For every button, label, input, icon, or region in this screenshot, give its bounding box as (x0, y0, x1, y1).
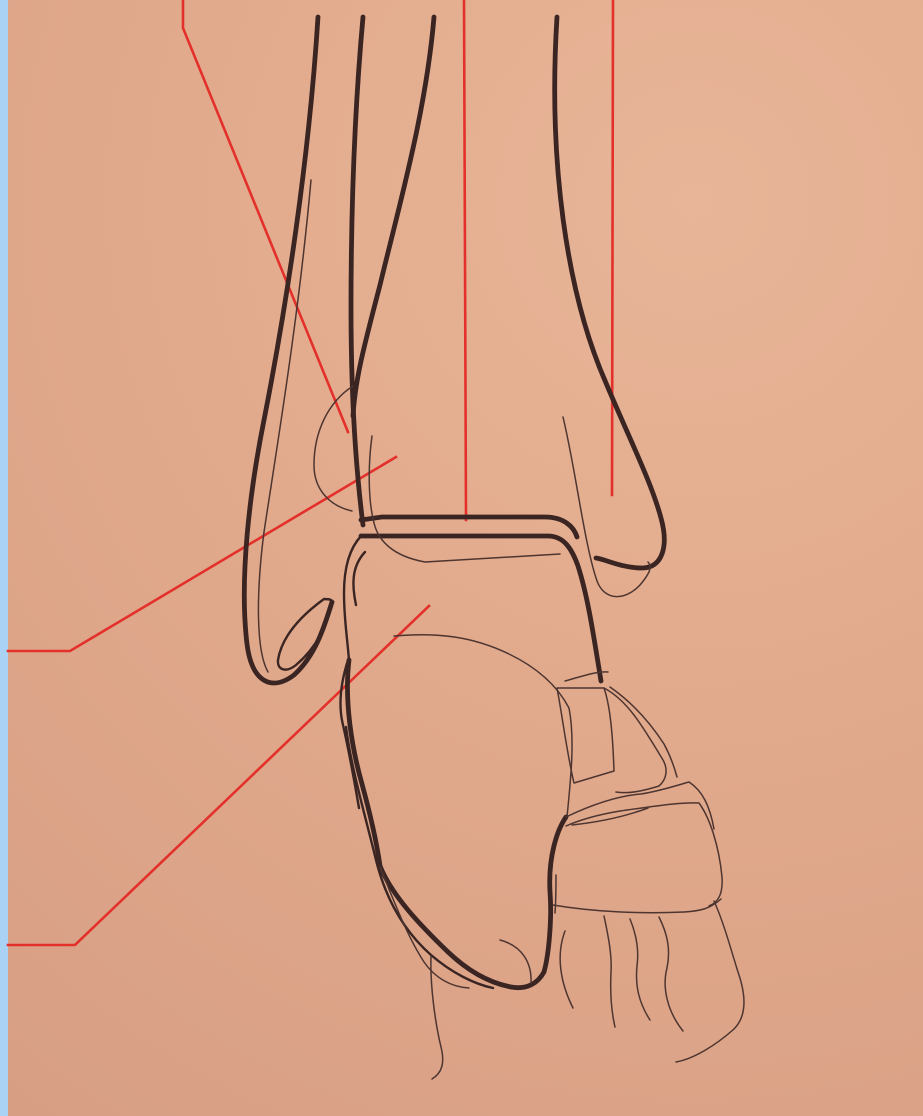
calcaneus-inner-contour (394, 635, 572, 817)
calcaneus-main-outline (347, 660, 566, 988)
metatarsal-middle-shaft (630, 919, 650, 1020)
cuboid-outline (566, 803, 722, 906)
leader-line-left-middle (8, 457, 396, 651)
midfoot-lower-contour (560, 931, 573, 1008)
talus-inner-shoulder (353, 552, 365, 605)
talar-dome (361, 536, 601, 681)
heel-base-contour (431, 956, 443, 1079)
tibia-lateral-border (351, 17, 363, 525)
fibula-outline (244, 17, 332, 683)
midfoot-connector-line (555, 875, 556, 913)
leader-line-top-left (183, 0, 348, 432)
leader-line-top-center (464, 0, 466, 520)
fibular-notch-line (314, 386, 353, 511)
calcaneus-medial-outline (346, 727, 493, 988)
metatarsal-left-shaft (604, 916, 615, 1027)
leader-line-left-lower (8, 606, 429, 945)
ankle-joint (341, 436, 601, 808)
subtalar-lower-contour (500, 940, 531, 983)
leg-bones (244, 17, 664, 683)
metatarsal-right-shaft (659, 917, 683, 1031)
leader-line-top-right (612, 0, 613, 495)
tibia-anterior-crest (353, 17, 434, 416)
talus-lateral-wall (344, 536, 361, 660)
medial-cuneiform-outline (604, 688, 666, 793)
leader-lines (8, 0, 613, 945)
foot-bones (346, 635, 744, 1079)
midfoot-upper-divider (572, 808, 648, 825)
metatarsal-base-line (553, 899, 721, 913)
intermediate-cuneiform-outline (566, 782, 714, 829)
fifth-metatarsal-outline (676, 901, 744, 1062)
fibula-inner-contour (258, 180, 311, 672)
tibia-medial-border (555, 17, 665, 568)
